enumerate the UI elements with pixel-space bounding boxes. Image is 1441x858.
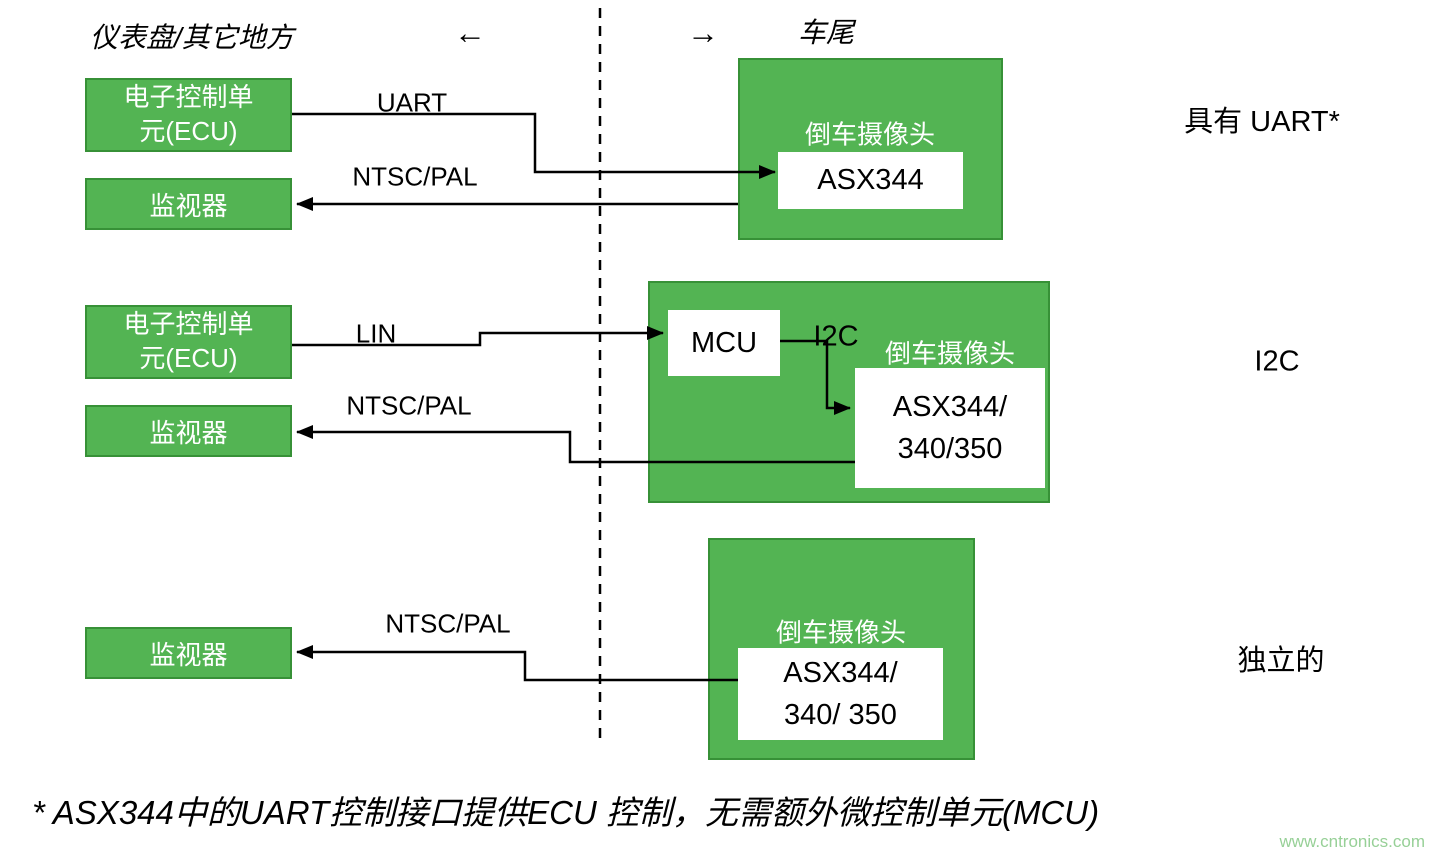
chip-box-3: ASX344/ 340/ 350 <box>738 648 943 740</box>
mcu-box: MCU <box>668 310 780 376</box>
monitor-label-2: 监视器 <box>149 417 228 448</box>
chip-label-3: ASX344/ 340/ 350 <box>783 656 898 731</box>
ecu-box-2: 电子控制单 元(ECU) <box>85 305 292 379</box>
chip-box-1: ASX344 <box>778 152 963 209</box>
uart-connector-label: UART <box>376 87 448 118</box>
lin-connector-label: LIN <box>355 318 397 349</box>
watermark-text: www.cntronics.com <box>1279 832 1425 851</box>
side-label-uart: 具有 UART* <box>1184 106 1340 138</box>
side-label-standalone: 独立的 <box>1237 645 1325 677</box>
ntsc-connector-label-1: NTSC/PAL <box>352 161 478 192</box>
side-label-i2c: I2C <box>1254 345 1300 378</box>
chip-label-1: ASX344 <box>817 164 924 196</box>
lin-connector-line <box>292 326 664 347</box>
right-arrow-icon: → <box>687 14 719 51</box>
ecu-label-2: 电子控制单 元(ECU) <box>123 309 254 373</box>
monitor-box-2: 监视器 <box>85 405 292 457</box>
left-arrow-icon: ← <box>454 14 486 51</box>
chip-box-2: ASX344/ 340/350 <box>855 368 1045 488</box>
mcu-label: MCU <box>690 326 758 359</box>
camera-label-2: 倒车摄像头 <box>884 338 1016 369</box>
monitor-box-3: 监视器 <box>85 627 292 679</box>
monitor-label-1: 监视器 <box>149 190 228 221</box>
ecu-label-1: 电子控制单 元(ECU) <box>123 82 254 146</box>
footnote-text: * ASX344中的UART控制接口提供ECU 控制，无需额外微控制单元(MCU… <box>32 794 1100 831</box>
monitor-box-1: 监视器 <box>85 178 292 230</box>
ecu-box-1: 电子控制单 元(ECU) <box>85 78 292 152</box>
monitor-label-3: 监视器 <box>149 639 228 670</box>
zone-label-rear: 车尾 <box>797 17 855 48</box>
ntsc-connector-label-3: NTSC/PAL <box>385 608 511 639</box>
chip-label-2: ASX344/ 340/350 <box>892 390 1008 465</box>
camera-label-3: 倒车摄像头 <box>775 617 907 648</box>
ntsc-connector-line-3 <box>296 645 738 682</box>
zone-label-dashboard: 仪表盘/其它地方 <box>90 22 294 53</box>
camera-label-1: 倒车摄像头 <box>804 119 936 150</box>
i2c-connector-label: I2C <box>813 320 859 353</box>
ntsc-connector-label-2: NTSC/PAL <box>346 390 472 421</box>
camera-box-1 <box>738 58 1003 240</box>
